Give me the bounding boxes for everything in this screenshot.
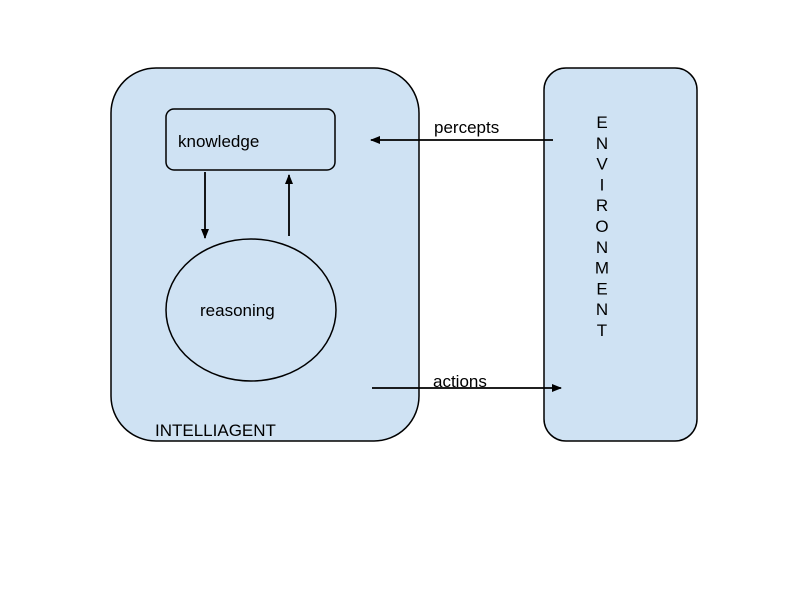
environment-letter: N [596,300,608,319]
environment-letter: T [597,321,607,340]
environment-box [543,67,698,442]
reasoning-node [165,238,337,382]
reasoning-label: reasoning [200,301,275,320]
environment-letter: E [596,279,607,298]
environment-letter: I [600,175,605,194]
knowledge-label: knowledge [178,132,259,151]
knowledge-box [165,108,336,171]
environment-letter: E [596,113,607,132]
environment-letter: V [596,155,608,174]
environment-letter: O [595,217,608,236]
environment-letter: N [596,134,608,153]
percepts-label: percepts [434,118,499,137]
environment-letter: N [596,238,608,257]
environment-letter: R [596,196,608,215]
actions-label: actions [433,372,487,391]
environment-letter: M [595,259,609,278]
agent-label: INTELLIAGENT [155,421,276,440]
